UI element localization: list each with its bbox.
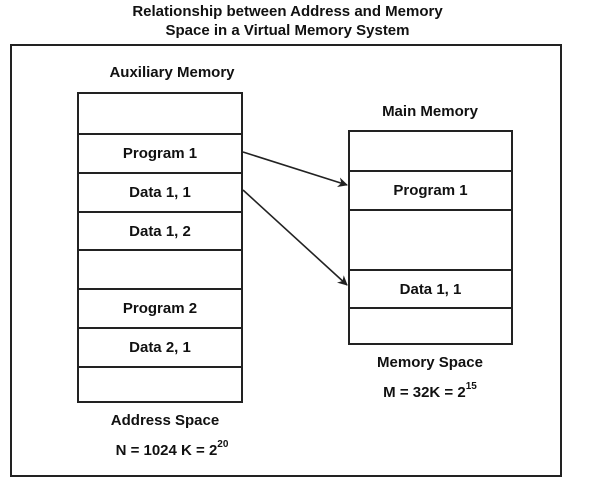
main-memory-stack: Program 1 Data 1, 1 — [348, 130, 513, 345]
arrow-data-1-1 — [242, 189, 348, 286]
aux-cell-data-1-2: Data 1, 2 — [79, 211, 241, 249]
aux-cell-data-1-1: Data 1, 1 — [79, 172, 241, 211]
main-memory-heading: Main Memory — [382, 103, 478, 120]
diagram-title: Relationship between Address and Memory … — [0, 2, 575, 40]
auxiliary-memory-heading: Auxiliary Memory — [109, 64, 235, 81]
auxiliary-memory-stack: Program 1 Data 1, 1 Data 1, 2 Program 2 … — [77, 92, 243, 403]
address-space-size-base: N = 1024 K = 2 — [115, 442, 218, 459]
address-space-size: N = 1024 K = 220 — [72, 439, 272, 459]
main-cell-empty — [350, 209, 511, 269]
memory-space-size: M = 32K = 215 — [335, 381, 525, 401]
main-cell-empty — [350, 307, 511, 343]
title-line-1: Relationship between Address and Memory — [132, 3, 443, 20]
aux-cell-empty — [79, 366, 241, 401]
memory-space-size-exponent: 15 — [465, 381, 477, 392]
memory-space-size-base: M = 32K = 2 — [383, 384, 466, 401]
aux-cell-data-2-1: Data 2, 1 — [79, 327, 241, 366]
address-space-size-exponent: 20 — [217, 439, 229, 450]
main-cell-data-1-1: Data 1, 1 — [350, 269, 511, 307]
main-cell-program-1: Program 1 — [350, 170, 511, 209]
arrow-program-1 — [242, 151, 348, 188]
aux-cell-empty — [79, 249, 241, 288]
memory-space-label: Memory Space — [377, 354, 483, 371]
aux-cell-program-2: Program 2 — [79, 288, 241, 327]
address-space-label: Address Space — [110, 412, 220, 429]
diagram-frame — [10, 44, 562, 477]
title-line-2: Space in a Virtual Memory System — [165, 22, 410, 39]
aux-cell-program-1: Program 1 — [79, 133, 241, 172]
